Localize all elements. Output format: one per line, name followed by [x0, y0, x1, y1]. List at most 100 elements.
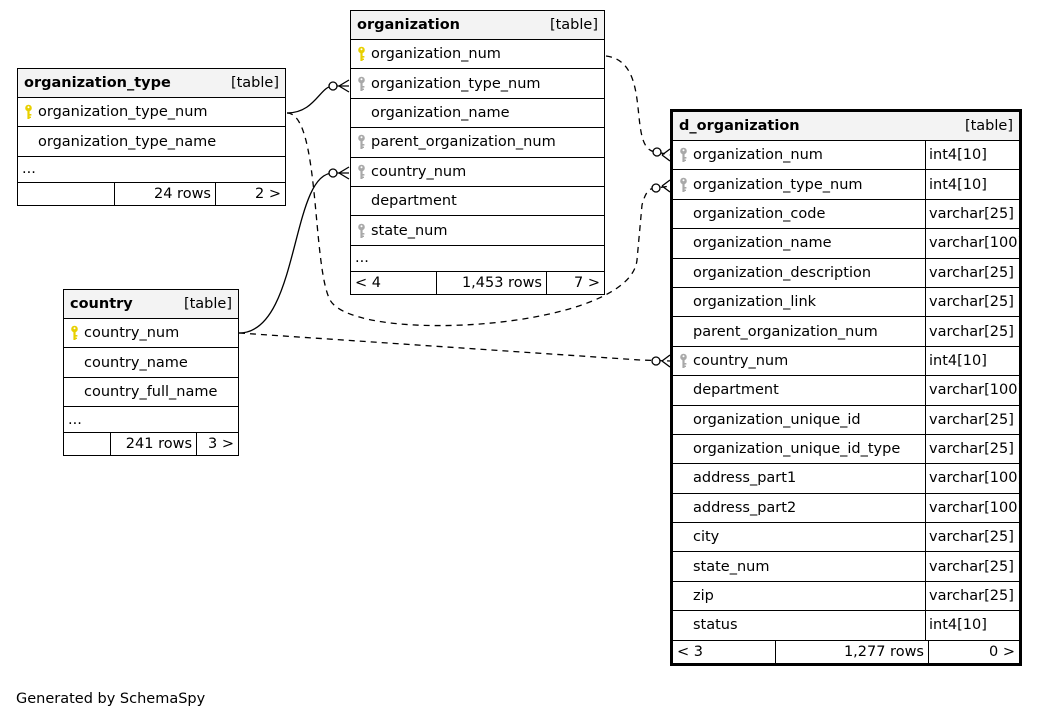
- footer-parents[interactable]: [18, 182, 115, 205]
- table-organization_type[interactable]: organization_type [table] organization_t…: [17, 68, 286, 206]
- crowfoot-marker: [661, 179, 671, 193]
- footer-parents[interactable]: < 4: [351, 271, 437, 294]
- zero-marker: [328, 168, 338, 178]
- column-name: country_full_name: [84, 383, 218, 400]
- table-kind: [table]: [549, 17, 598, 33]
- column-row: parent_organization_num: [351, 128, 604, 158]
- primary-key-icon: [351, 46, 371, 62]
- column-type: varchar[25]: [925, 199, 1019, 229]
- foreign-key-icon: [351, 134, 371, 150]
- column-row: country_num: [351, 158, 604, 187]
- column-name: country_num: [693, 352, 789, 369]
- footer-children[interactable]: 3 >: [208, 436, 234, 453]
- zero-marker: [652, 147, 662, 157]
- footer-row-count: 241 rows: [111, 433, 197, 456]
- table-footer: 241 rows 3 >: [64, 433, 238, 456]
- column-name: organization_num: [693, 147, 823, 164]
- column-row: organization_type_num: [351, 69, 604, 99]
- crowfoot-marker: [661, 148, 671, 162]
- column-name: zip: [693, 588, 714, 605]
- column-name: state_num: [693, 558, 770, 575]
- foreign-key-icon: [673, 353, 693, 369]
- primary-key-icon: [18, 104, 38, 120]
- column-row: country_num int4[10]: [673, 346, 1019, 377]
- table-name: d_organization: [679, 118, 800, 134]
- column-type: varchar[100]: [925, 229, 1023, 258]
- column-name: organization_type_name: [38, 133, 217, 150]
- column-type: int4[10]: [925, 611, 1019, 640]
- column-name: parent_organization_num: [693, 323, 878, 340]
- column-row: state_num: [351, 216, 604, 246]
- table-kind: [table]: [183, 296, 232, 312]
- column-name: address_part1: [693, 470, 797, 487]
- footer-parents[interactable]: [64, 433, 111, 456]
- column-name: department: [371, 193, 457, 210]
- column-name: organization_name: [371, 104, 510, 121]
- table-footer: < 3 1,277 rows 0 >: [673, 640, 1019, 663]
- link-orgtype-organization: [286, 85, 349, 114]
- table-footer: < 4 1,453 rows 7 >: [351, 271, 604, 294]
- column-row: country_full_name: [64, 378, 238, 408]
- column-type: varchar[25]: [925, 405, 1019, 434]
- zero-marker: [328, 81, 338, 91]
- foreign-key-icon: [351, 76, 371, 92]
- link-organization-dorg: [605, 55, 671, 156]
- column-type: varchar[25]: [925, 317, 1019, 346]
- foreign-key-icon: [673, 147, 693, 163]
- column-name: organization_name: [693, 235, 832, 252]
- table-header: country [table]: [64, 290, 238, 319]
- table-header: d_organization [table]: [673, 112, 1019, 141]
- footer-row-count: 1,277 rows: [776, 640, 929, 663]
- column-row: organization_num: [351, 40, 604, 70]
- table-name: organization: [357, 17, 460, 33]
- footer-parents[interactable]: < 3: [673, 640, 776, 663]
- foreign-key-icon: [673, 177, 693, 193]
- column-type: varchar[25]: [925, 287, 1019, 317]
- column-row: address_part1 varchar[100]: [673, 464, 1023, 494]
- table-kind: [table]: [230, 75, 279, 91]
- table-kind: [table]: [964, 118, 1013, 134]
- table-name: organization_type: [24, 75, 171, 91]
- table-country[interactable]: country [table] country_num country_name…: [63, 289, 239, 457]
- column-row: country_name: [64, 348, 238, 378]
- column-name: city: [693, 529, 720, 546]
- footer-row-count: 24 rows: [115, 182, 216, 205]
- column-name: organization_unique_id_type: [693, 441, 901, 458]
- more-columns: ...: [64, 407, 238, 434]
- column-name: organization_unique_id: [693, 411, 861, 428]
- footer-children[interactable]: 7 >: [574, 274, 600, 291]
- column-type: varchar[25]: [925, 581, 1019, 611]
- column-name: organization_description: [693, 264, 872, 281]
- table-organization[interactable]: organization [table] organization_num or…: [350, 10, 605, 295]
- column-row: organization_unique_id varchar[25]: [673, 405, 1019, 435]
- table-header: organization_type [table]: [18, 69, 285, 98]
- column-row: parent_organization_num varchar[25]: [673, 317, 1019, 347]
- column-type: int4[10]: [925, 170, 1019, 199]
- link-country-dorg: [238, 332, 671, 362]
- column-row: organization_type_num: [18, 98, 285, 128]
- footer-children[interactable]: 2 >: [255, 185, 281, 202]
- more-columns: ...: [351, 246, 604, 272]
- generated-by-label: Generated by SchemaSpy: [16, 691, 206, 707]
- foreign-key-icon: [351, 164, 371, 180]
- footer-row-count: 1,453 rows: [437, 271, 547, 294]
- column-type: int4[10]: [925, 346, 1019, 376]
- footer-children[interactable]: 0 >: [989, 643, 1015, 660]
- column-row: organization_name varchar[100]: [673, 229, 1023, 259]
- column-name: country_num: [371, 163, 467, 180]
- column-type: varchar[100]: [925, 464, 1023, 493]
- column-type: varchar[100]: [925, 376, 1023, 405]
